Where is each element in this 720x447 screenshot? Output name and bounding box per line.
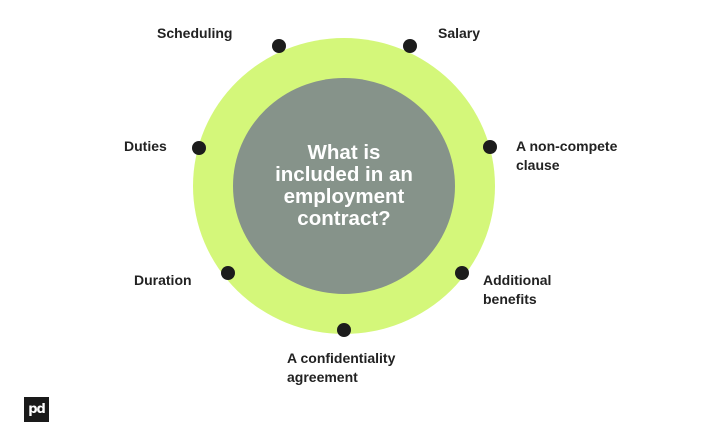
pandadoc-logo-icon: pd — [24, 397, 49, 422]
dot-non-compete — [483, 140, 497, 154]
center-title: What is included in an employment contra… — [275, 141, 413, 230]
dot-additional-benefits — [455, 266, 469, 280]
dot-duties — [192, 141, 206, 155]
dot-scheduling — [272, 39, 286, 53]
dot-duration — [221, 266, 235, 280]
label-non-compete: A non-compete clause — [516, 138, 618, 173]
label-salary: Salary — [438, 25, 481, 41]
label-additional-benefits: Additional benefits — [483, 272, 552, 307]
center-circle: What is included in an employment contra… — [233, 78, 455, 294]
label-duration: Duration — [134, 272, 192, 288]
label-duties: Duties — [124, 138, 167, 154]
dot-salary — [403, 39, 417, 53]
label-confidentiality: A confidentiality agreement — [287, 350, 396, 385]
dot-confidentiality — [337, 323, 351, 337]
label-scheduling: Scheduling — [157, 25, 233, 41]
